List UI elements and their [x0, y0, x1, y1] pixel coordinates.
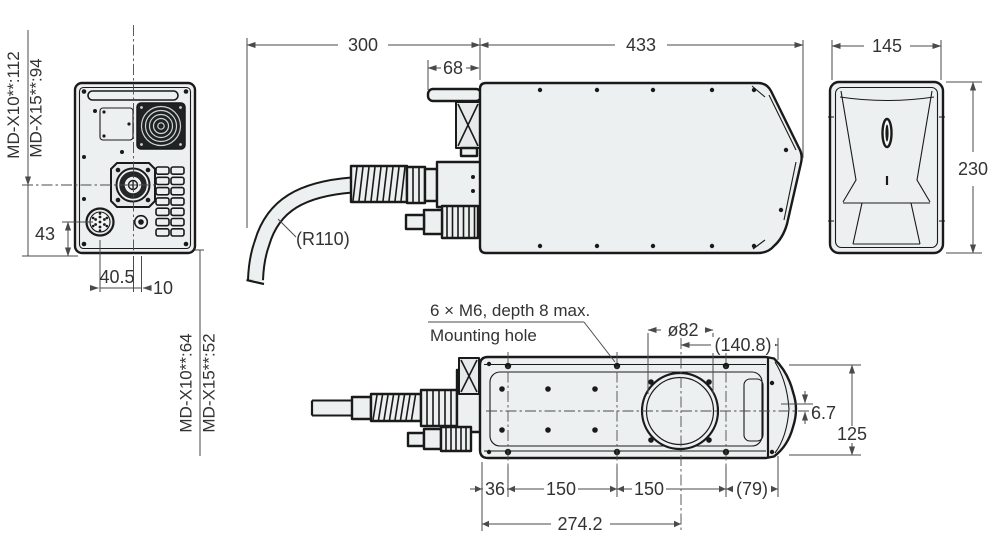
dim-rear-10: 10: [153, 278, 173, 298]
front-body-rim: [834, 86, 939, 249]
laser-window-slot: [881, 117, 893, 185]
dim-rear-43: 43: [35, 224, 55, 244]
note-mounting-hole: Mounting hole: [430, 326, 537, 345]
dim-rear-offset-x10: MD-X10**:64: [177, 333, 196, 432]
bottom-body: [478, 355, 798, 460]
io-connector: [85, 207, 115, 237]
supply-cable: [246, 176, 353, 286]
bottom-recess: [489, 371, 763, 447]
bottom-view: [310, 355, 798, 460]
front-dimensions: 145 230: [831, 36, 988, 254]
front-view: [828, 80, 945, 255]
dim-bottom-dia82: ø82: [667, 320, 698, 340]
mounting-bracket: [426, 87, 483, 158]
dim-bottom-274-2: 274.2: [557, 514, 602, 534]
dim-bottom-36: 36: [485, 479, 505, 499]
handle-slot: [87, 90, 179, 101]
front-body: [828, 80, 945, 255]
dim-bottom-6-7: 6.7: [811, 403, 836, 423]
bottom-cable: [310, 357, 484, 453]
rear-screws: [81, 89, 189, 247]
vent-grille: [155, 166, 185, 237]
rear-view: [73, 81, 197, 255]
dim-side-433: 433: [626, 35, 656, 55]
head-face-line: [774, 361, 790, 454]
bottom-screws: [486, 361, 775, 455]
mounting-hole-leader: [583, 321, 616, 363]
dim-rear-height-x15: MD-X15**:94: [27, 58, 46, 157]
bottom-dimensions: 6 × M6, depth 8 max. Mounting hole ø82 (…: [428, 301, 867, 534]
dim-rear-40-5: 40.5: [99, 267, 134, 287]
dim-bottom-125: 125: [837, 424, 867, 444]
cable-conduit: [349, 164, 409, 204]
dim-bottom-79: (79): [736, 479, 768, 499]
side-screws: [537, 87, 789, 249]
fiber-connector: [110, 162, 156, 208]
front-facets: [828, 90, 945, 245]
side-body: [478, 81, 803, 255]
fan-grille-icon: [136, 102, 186, 150]
side-view: [246, 81, 803, 286]
center-lines: [22, 25, 814, 532]
rear-button: [133, 214, 149, 230]
dim-bottom-150b: 150: [634, 479, 664, 499]
cable-gland: [405, 160, 483, 209]
dim-rear-offset-x15: MD-X15**:52: [200, 333, 219, 432]
rear-body-inner-rim: [78, 86, 192, 250]
dim-bottom-150a: 150: [546, 479, 576, 499]
dim-side-r110: (R110): [296, 229, 350, 249]
head-recess: [743, 378, 764, 442]
access-panel: [99, 107, 134, 141]
bottom-rim-lines: [484, 363, 766, 452]
rear-dimensions: MD-X10**:112 MD-X15**:94 43 40.5 10 MD-X…: [4, 30, 219, 456]
dim-side-68: 68: [443, 58, 463, 78]
dim-side-300: 300: [348, 35, 378, 55]
aux-connector: [404, 204, 480, 240]
dim-front-145: 145: [872, 36, 902, 56]
dim-front-230: 230: [958, 159, 988, 179]
dim-rear-height-x10: MD-X10**:112: [4, 51, 23, 158]
note-mounting-spec: 6 × M6, depth 8 max.: [430, 301, 590, 320]
side-dimensions: 300 68 433 (R110): [246, 35, 804, 249]
dim-bottom-140-8: (140.8): [714, 335, 771, 355]
